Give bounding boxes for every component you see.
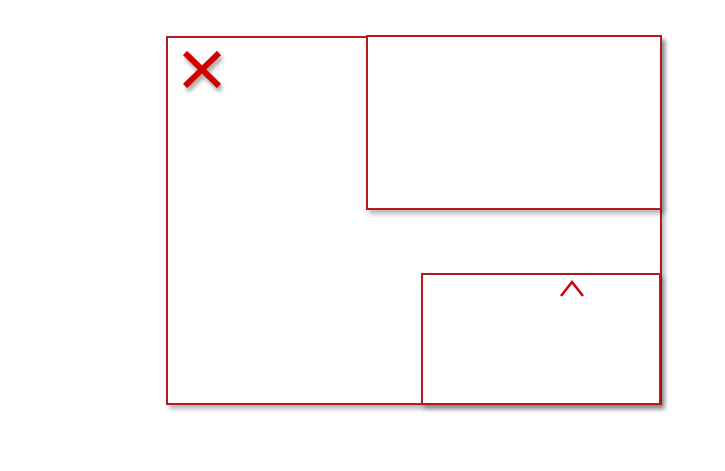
bottom-right-panel bbox=[421, 273, 661, 405]
chevron-up-icon[interactable] bbox=[560, 279, 584, 297]
close-icon[interactable] bbox=[182, 50, 222, 89]
top-right-panel bbox=[366, 35, 662, 210]
